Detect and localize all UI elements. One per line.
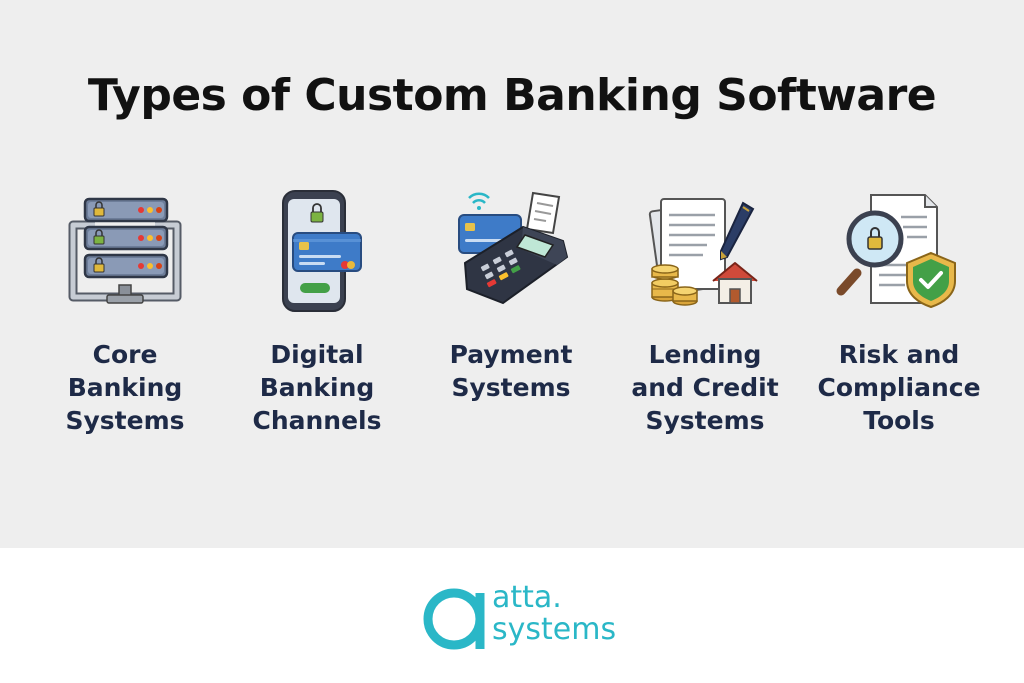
label-line: Lending	[648, 340, 762, 369]
label-line: Payment	[449, 340, 573, 369]
item-label: Digital Banking Channels	[222, 338, 412, 437]
footer: atta. systems	[0, 548, 1024, 683]
server-icon	[68, 197, 182, 304]
label-line: Compliance	[817, 373, 981, 402]
label-line: Systems	[645, 406, 765, 435]
label-line: Systems	[65, 406, 185, 435]
item-label: Lending and Credit Systems	[610, 338, 800, 437]
logo-text: atta. systems	[492, 582, 616, 646]
smartphone-card-icon	[282, 190, 362, 312]
label-line: Tools	[863, 406, 935, 435]
brand-logo[interactable]: atta. systems	[420, 578, 620, 658]
label-line: Banking	[259, 373, 375, 402]
item-label: Risk and Compliance Tools	[804, 338, 994, 437]
content-panel: Types of Custom Banking Software	[0, 0, 1024, 548]
label-line: Digital	[270, 340, 364, 369]
label-line: Risk and	[838, 340, 960, 369]
page-title: Types of Custom Banking Software	[87, 70, 937, 121]
label-line: and Credit	[631, 373, 779, 402]
payment-terminal-icon	[458, 191, 569, 305]
magnifier-shield-icon	[836, 194, 956, 309]
item-label: Payment Systems	[416, 338, 606, 404]
item-label: Core Banking Systems	[30, 338, 220, 437]
label-line: Channels	[252, 406, 382, 435]
label-line: Systems	[451, 373, 571, 402]
documents-loan-icon	[648, 198, 758, 306]
label-line: Core	[92, 340, 158, 369]
logo-line-2: systems	[492, 612, 617, 647]
label-line: Banking	[67, 373, 183, 402]
logo-line-1: atta.	[492, 580, 562, 615]
atta-logo-mark-icon	[423, 588, 485, 650]
